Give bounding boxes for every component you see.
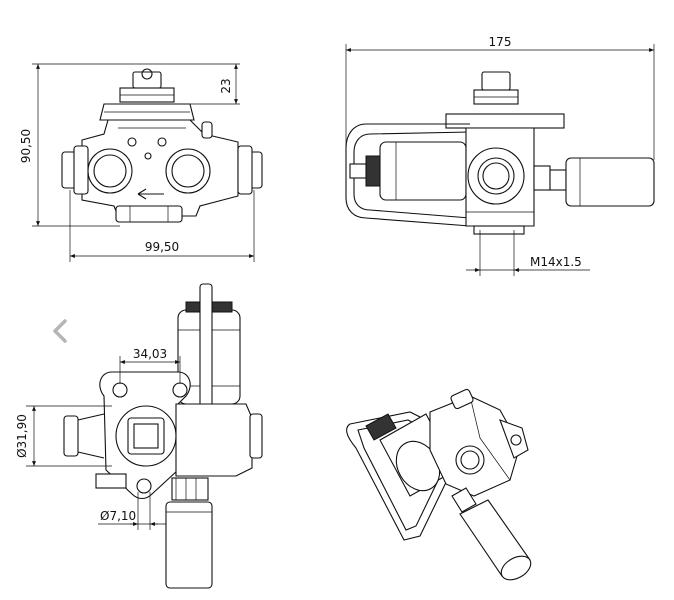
isometric-view: [346, 388, 532, 581]
side-view: [345, 71, 655, 235]
dim-bolt-spacing: 34,03: [133, 347, 167, 361]
chevron-left-icon: [53, 319, 67, 343]
dim-front-top: 23: [219, 78, 233, 93]
rear-dimensions: 34,03 Ø31,90 Ø7,10: [15, 347, 181, 530]
rear-view: [63, 283, 263, 589]
front-dimensions: 90,50 23 99,50: [19, 63, 255, 262]
front-view: [61, 68, 263, 223]
dim-front-width: 99,50: [145, 240, 179, 254]
previous-image-button[interactable]: [48, 316, 74, 346]
dim-hole-diameter: Ø7,10: [100, 509, 136, 523]
dim-flange-diameter: Ø31,90: [15, 414, 29, 458]
dim-side-length: 175: [489, 35, 512, 49]
dim-front-height: 90,50: [19, 129, 33, 163]
side-dimensions: 175 M14x1.5: [345, 35, 655, 276]
dim-thread: M14x1.5: [530, 255, 582, 269]
